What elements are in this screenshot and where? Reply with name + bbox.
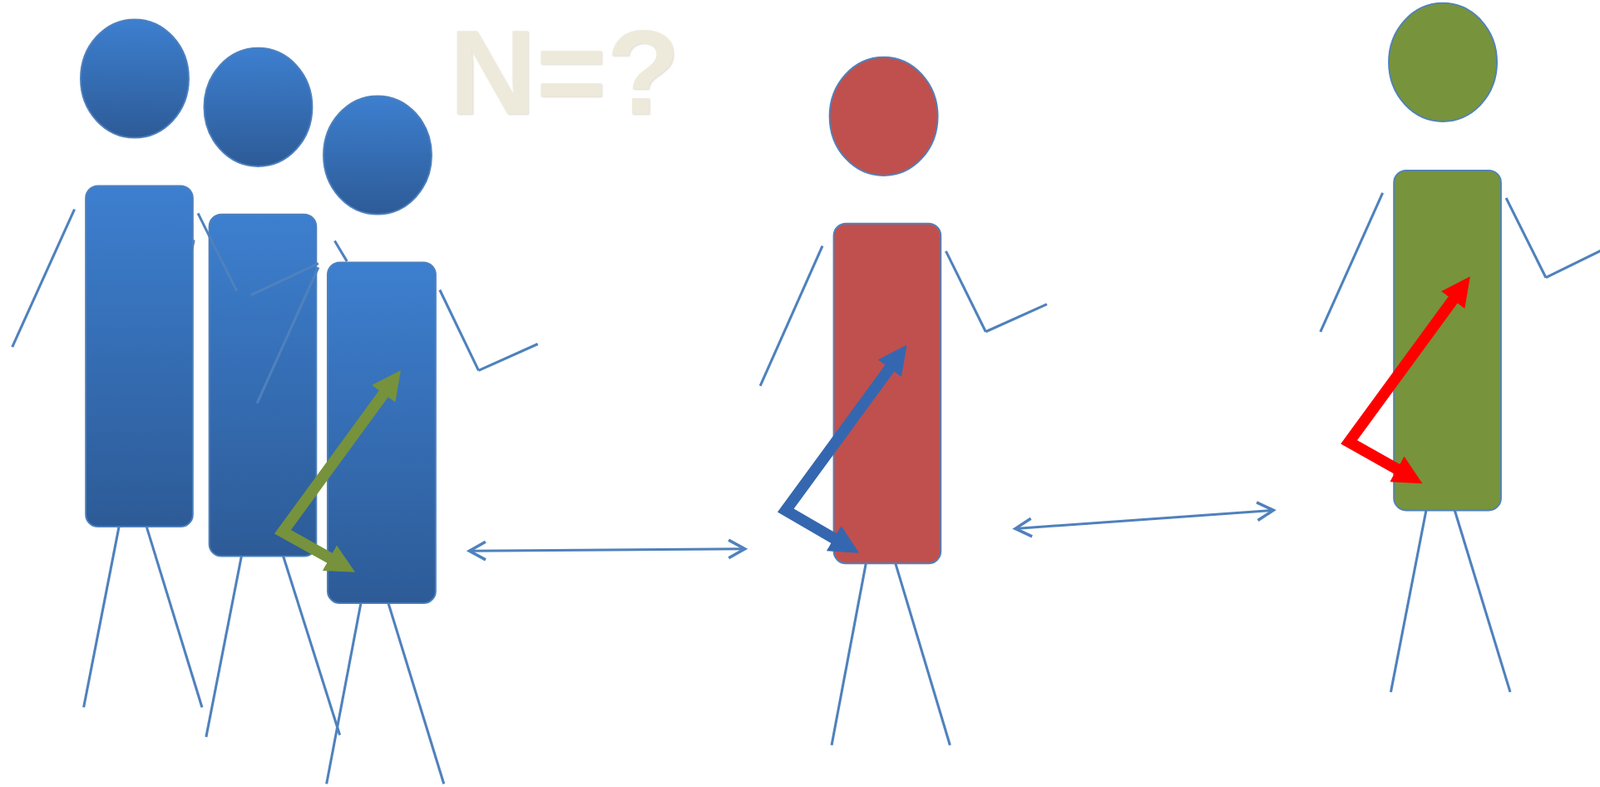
figure-group	[1273, 0, 1600, 694]
figure-head	[1388, 3, 1497, 122]
figure-head	[80, 19, 189, 138]
double-arrow	[1015, 509, 1274, 529]
figure-head	[203, 48, 312, 167]
figure-body	[327, 261, 436, 603]
group-size-label: N=?	[449, 12, 681, 134]
blue-figure-3	[326, 241, 539, 785]
figure-group	[745, 50, 1016, 751]
figure-body	[85, 185, 193, 527]
figure-body	[1393, 170, 1502, 511]
blue-bent-arrow	[785, 354, 900, 548]
double-arrow	[469, 548, 745, 551]
red-bent-arrow	[1348, 286, 1463, 479]
figure-body	[833, 223, 941, 564]
figure-head	[323, 95, 432, 214]
green-bent-arrow	[282, 379, 395, 567]
figure-head	[829, 57, 939, 176]
blue-figure-2-arms	[197, 212, 319, 403]
blue-figure-2	[206, 553, 341, 737]
figure-group: N=?	[4, 14, 470, 786]
